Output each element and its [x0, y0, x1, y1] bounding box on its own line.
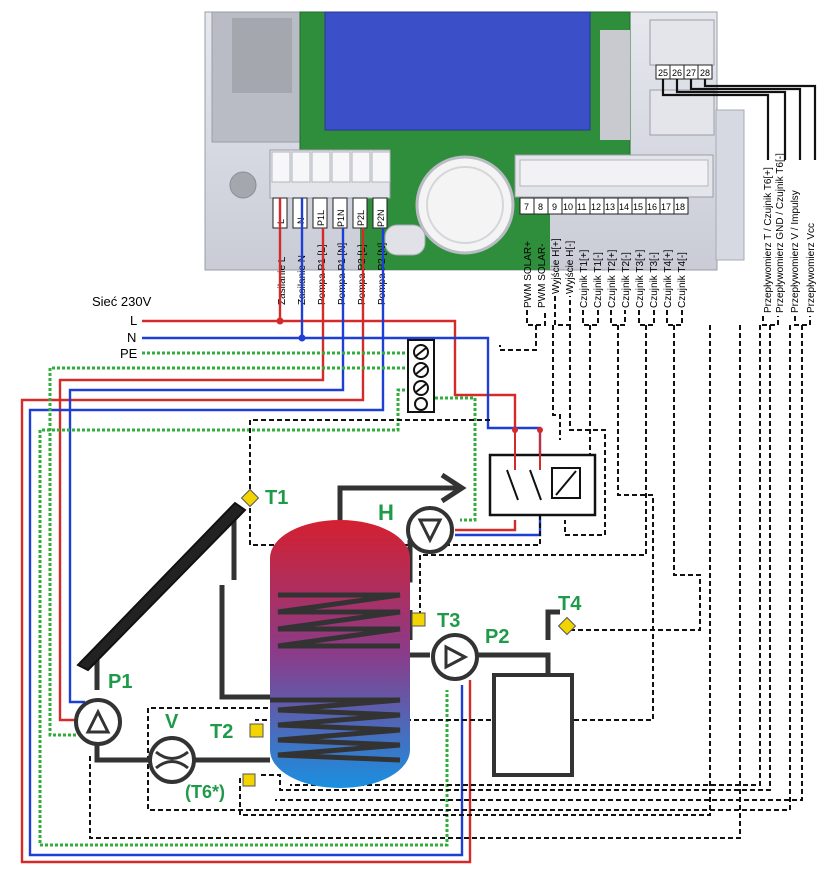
storage-tank [270, 520, 410, 788]
sensor-t6-icon [242, 773, 256, 787]
display-screen [324, 11, 591, 131]
flow-terminal-block [649, 19, 715, 136]
terminal-label-czujnik-t1-plus: Czujnik T1[+] [579, 249, 590, 308]
relay-box [488, 430, 597, 517]
mains-title: Sieć 230V [92, 294, 152, 309]
hydraulic-pipes [94, 485, 560, 763]
sensor-t1-icon [240, 488, 260, 508]
label-t1: T1 [265, 487, 288, 509]
label-v: V [165, 711, 179, 733]
signal-terminal-block [514, 154, 714, 198]
terminal-num-28: 28 [700, 68, 710, 78]
terminal-num-10: 10 [563, 202, 573, 212]
terminal-code-p2l: P2L [356, 210, 366, 226]
terminal-label-flow-t: Przepływomierz T / Czujnik T6[+] [763, 167, 774, 313]
terminal-num-7: 7 [524, 202, 529, 212]
terminal-label-pwm-solar-plus: PWM SOLAR+ [523, 241, 534, 308]
label-t3: T3 [437, 610, 460, 632]
terminal-label-czujnik-t2-minus: Czujnik T2[-] [621, 252, 632, 308]
signal-terminal-labels: 7 8 9 10 11 12 13 14 15 16 17 18 PWM SOL… [519, 197, 689, 308]
terminal-num-17: 17 [661, 202, 671, 212]
terminal-num-14: 14 [619, 202, 629, 212]
earth-terminal-block [407, 339, 435, 413]
terminal-num-25: 25 [658, 68, 668, 78]
terminal-label-flow-gnd: Przepływomierz GND / Czujnik T6[-] [775, 153, 786, 313]
flow-terminal-labels: 25 26 27 28 Przepływomierz T / Czujnik T… [655, 64, 817, 313]
terminal-num-16: 16 [647, 202, 657, 212]
terminal-num-27: 27 [686, 68, 696, 78]
terminal-label-czujnik-t2-plus: Czujnik T2[+] [607, 249, 618, 308]
terminal-num-18: 18 [675, 202, 685, 212]
pump-p2 [431, 633, 479, 681]
hot-water-arrow [440, 472, 467, 504]
sensor-t2-icon [249, 723, 264, 738]
label-t2: T2 [210, 721, 233, 743]
mains-label-group: Sieć 230V L N PE [92, 294, 152, 361]
terminal-num-8: 8 [538, 202, 543, 212]
terminal-label-czujnik-t4-minus: Czujnik T4[-] [677, 252, 688, 308]
sensor-t4-icon [557, 616, 577, 636]
terminal-label-czujnik-t3-minus: Czujnik T3[-] [649, 252, 660, 308]
controller-housing [204, 11, 745, 271]
junction-n [298, 334, 306, 342]
solar-collector [76, 501, 247, 672]
junction-l [276, 317, 284, 325]
flow-meter-v [148, 736, 196, 784]
pump-h [406, 506, 454, 554]
label-p1: P1 [108, 671, 132, 693]
terminal-label-flow-vcc: Przepływomierz Vcc [806, 223, 817, 313]
control-knob [415, 155, 515, 255]
terminal-label-pwm-solar-minus: PWM SOLAR- [537, 244, 548, 308]
mains-l-label: L [130, 313, 137, 328]
label-h: H [378, 500, 394, 525]
terminal-code-p1n: P1N [336, 209, 346, 227]
signal-wires [89, 296, 811, 839]
live-wires [20, 198, 517, 864]
label-t4: T4 [558, 593, 582, 615]
terminal-num-13: 13 [605, 202, 615, 212]
terminal-label-czujnik-t4-plus: Czujnik T4[+] [663, 249, 674, 308]
earth-wires [38, 351, 477, 847]
sensor-t3-icon [411, 612, 426, 627]
pump-p1 [74, 698, 122, 746]
label-p2: P2 [485, 626, 509, 648]
terminal-label-wyjscie-h-plus: Wyjście H[+] [551, 238, 562, 294]
terminal-label-wyjscie-h-minus: Wyjście H[-] [565, 241, 576, 294]
terminal-num-26: 26 [672, 68, 682, 78]
terminal-label-flow-v: Przepływomierz V / Impulsy [790, 190, 801, 313]
terminal-num-11: 11 [577, 202, 586, 212]
label-t6: (T6*) [185, 782, 225, 802]
terminal-label-czujnik-t3-plus: Czujnik T3[+] [635, 249, 646, 308]
terminal-code-p1l: P1L [316, 210, 326, 226]
mains-pe-label: PE [120, 346, 138, 361]
terminal-num-12: 12 [591, 202, 601, 212]
terminal-label-czujnik-t1-minus: Czujnik T1[-] [593, 252, 604, 308]
terminal-num-15: 15 [633, 202, 643, 212]
flow-meter-wires [661, 79, 817, 160]
secondary-load-box [492, 673, 574, 777]
terminal-num-9: 9 [552, 202, 557, 212]
terminal-label-zasilanie-l: Zasilanie L [277, 256, 288, 305]
mains-n-label: N [127, 330, 136, 345]
terminal-code-p2n: P2N [376, 209, 386, 227]
power-terminal-block [269, 149, 391, 199]
